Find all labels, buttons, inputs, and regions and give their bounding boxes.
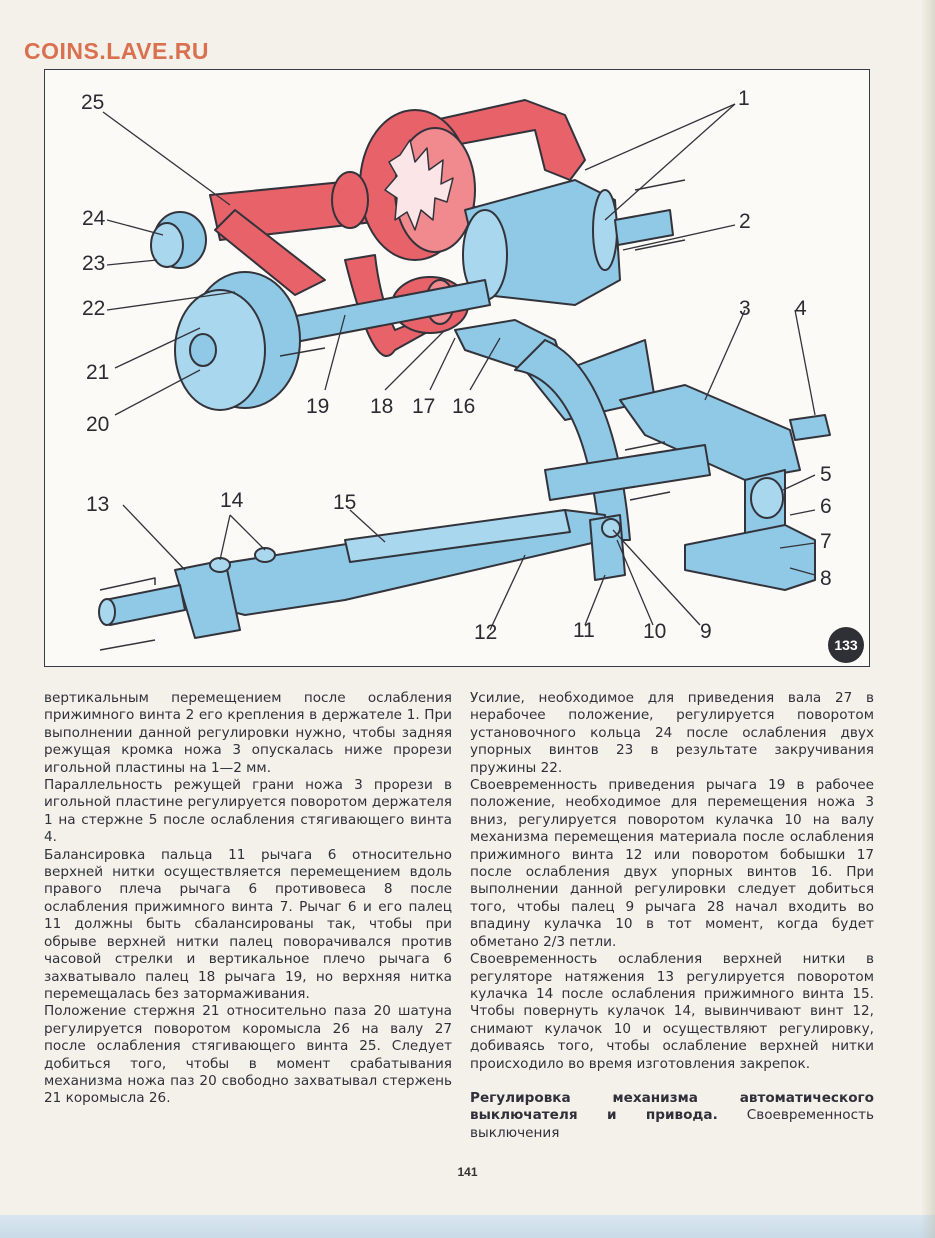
technical-illustration: 25 1 24 2 23 22 3 4 21 19 18 17 16 20 5 … [44, 69, 870, 667]
paragraph: Балансировка пальца 11 рычага 6 относите… [44, 846, 452, 1002]
red-assembly [209, 99, 586, 357]
callout-7: 7 [820, 530, 832, 553]
text-column-left: вертикальным перемещением после ослаблен… [44, 690, 452, 1108]
page-edge-shadow [921, 0, 935, 1238]
blue-rod-15 [344, 509, 571, 563]
callout-6: 6 [820, 495, 832, 518]
callout-14: 14 [220, 489, 244, 512]
callout-8: 8 [820, 567, 832, 590]
callout-21: 21 [86, 361, 110, 384]
callout-11: 11 [573, 619, 595, 642]
callout-20: 20 [86, 413, 110, 436]
blue-knife [619, 384, 801, 481]
scan-bottom-strip [0, 1215, 935, 1238]
callout-25: 25 [81, 91, 105, 114]
blue-rod-left [104, 584, 186, 626]
callout-2: 2 [739, 210, 751, 233]
leader-lines [102, 103, 816, 631]
callout-12: 12 [474, 621, 498, 644]
red-collar [331, 171, 369, 229]
blue-assembly [98, 179, 831, 639]
section-heading-tail: Своевременность выключения [470, 1107, 875, 1141]
blue-base [684, 524, 816, 591]
paragraph: вертикальным перемещением после ослаблен… [44, 690, 452, 776]
paragraph: Своевременность приведения рычага 19 в р… [470, 777, 874, 950]
paragraph: Положение стержня 21 относительно паза 2… [44, 1003, 452, 1107]
callout-19: 19 [306, 395, 330, 418]
callout-5: 5 [820, 463, 832, 486]
blue-rod-main [544, 444, 711, 501]
figure-number-badge: 133 [828, 627, 864, 663]
saw-teeth [384, 139, 454, 231]
callout-4: 4 [795, 297, 807, 320]
callout-13: 13 [86, 493, 110, 516]
red-bracket [434, 99, 586, 181]
callout-15: 15 [333, 491, 357, 514]
callout-24: 24 [82, 207, 106, 230]
paragraph: Своевременность ослабления верхней нитки… [470, 951, 874, 1072]
section-heading: Регулировка механизма автоматического вы… [470, 1089, 874, 1124]
callout-23: 23 [82, 252, 106, 275]
blue-rod-right [614, 209, 674, 246]
callout-16: 16 [452, 395, 476, 418]
dimension-marks [99, 179, 686, 651]
callout-22: 22 [82, 297, 106, 320]
mechanism-drawing [98, 99, 831, 651]
callout-1: 1 [738, 87, 750, 110]
callout-3: 3 [739, 297, 751, 320]
callout-18: 18 [370, 395, 394, 418]
red-lever [214, 209, 326, 296]
blue-end-block [174, 559, 241, 639]
section-heading-paragraph: Регулировка механизма автоматического вы… [470, 1090, 874, 1142]
callout-17: 17 [412, 395, 436, 418]
page-number: 141 [457, 1165, 478, 1179]
text-column-right: Усилие, необходимое для приведения вала … [470, 690, 874, 1142]
callout-9: 9 [700, 620, 712, 643]
paragraph: Параллельность режущей грани ножа 3 прор… [44, 777, 452, 846]
watermark: COINS.LAVE.RU [24, 38, 209, 64]
paragraph: Усилие, необходимое для приведения вала … [470, 690, 874, 776]
callout-10: 10 [643, 620, 667, 643]
